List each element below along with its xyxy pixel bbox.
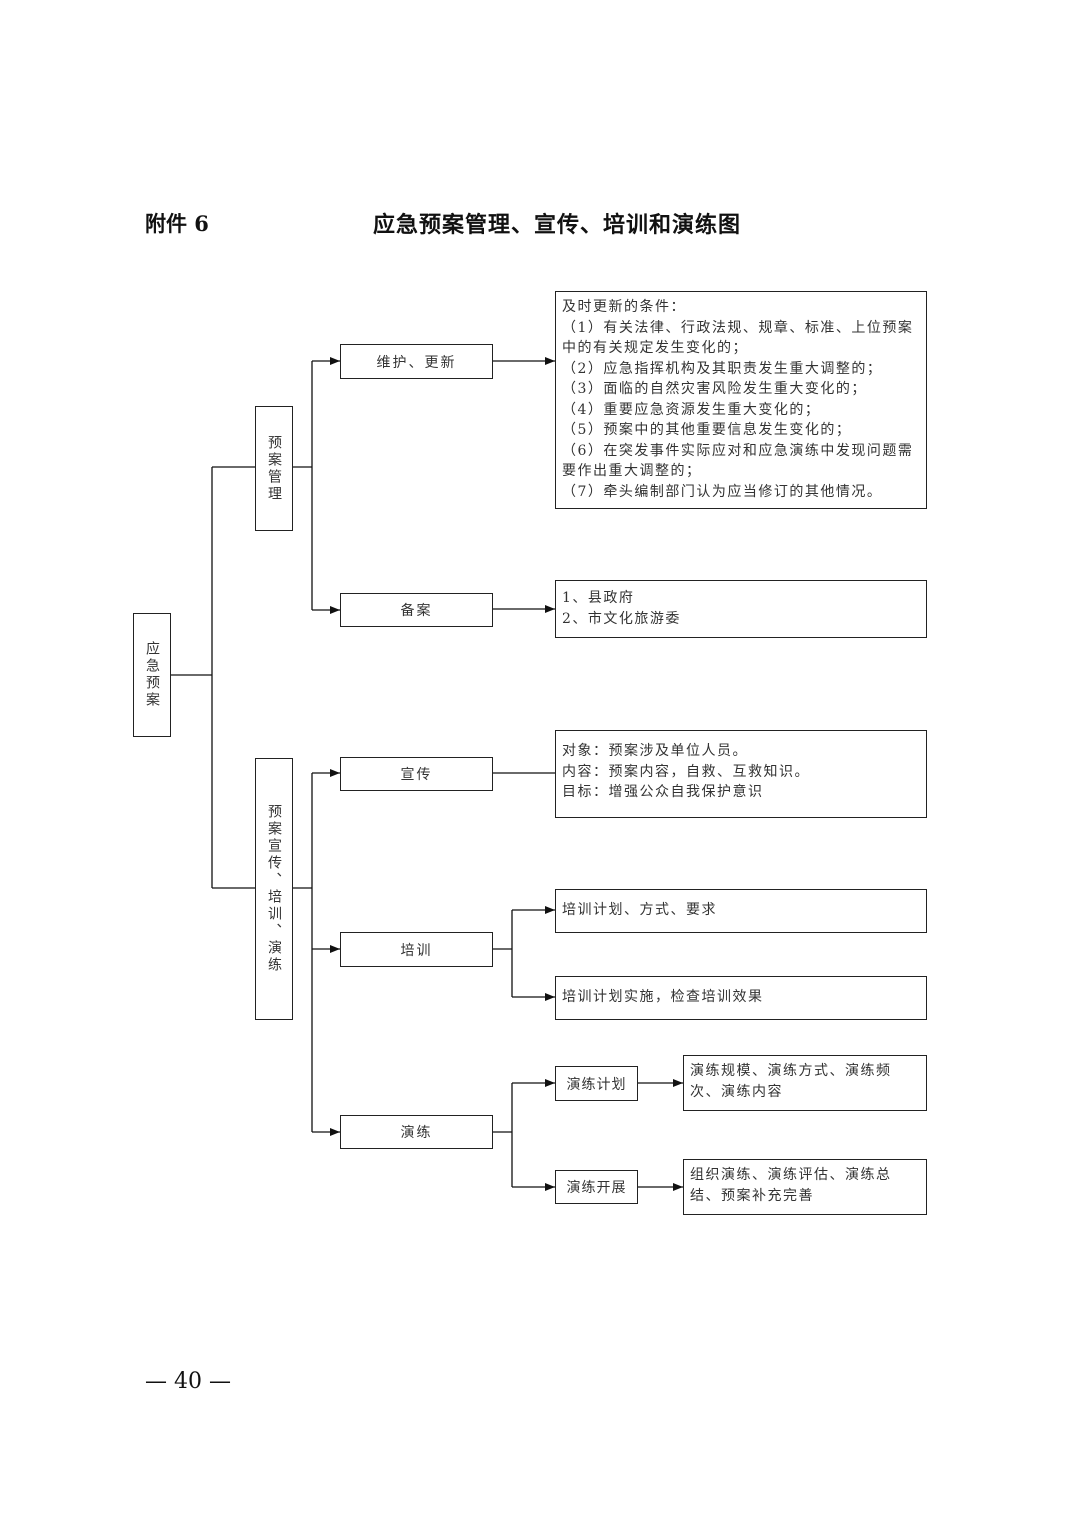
node-maintain-detail: 及时更新的条件： （1）有关法律、行政法规、规章、标准、上位预案中的有关规定发生… bbox=[555, 291, 927, 509]
page-number: — 40 — bbox=[145, 1369, 231, 1394]
node-publicity: 宣传 bbox=[340, 757, 493, 791]
node-training-exec: 培训计划实施，检查培训效果 bbox=[555, 976, 927, 1020]
node-root: 应急预案 bbox=[133, 613, 171, 737]
node-drill-plan-detail: 演练规模、演练方式、演练频次、演练内容 bbox=[683, 1055, 927, 1111]
page-title: 应急预案管理、宣传、培训和演练图 bbox=[373, 212, 742, 238]
node-training-plan: 培训计划、方式、要求 bbox=[555, 889, 927, 933]
attachment-label: 附件 6 bbox=[145, 211, 209, 236]
node-drill-plan: 演练计划 bbox=[555, 1066, 638, 1101]
node-filing: 备案 bbox=[340, 593, 493, 627]
node-publicity-detail: 对象：预案涉及单位人员。 内容：预案内容，自救、互救知识。 目标：增强公众自我保… bbox=[555, 730, 927, 818]
node-maintain: 维护、更新 bbox=[340, 344, 493, 379]
node-filing-detail: 1、县政府 2、市文化旅游委 bbox=[555, 580, 927, 638]
node-publicity-group: 预案宣传、培训、演练 bbox=[255, 758, 293, 1020]
node-drill-exec-detail: 组织演练、演练评估、演练总结、预案补充完善 bbox=[683, 1159, 927, 1215]
node-drill: 演练 bbox=[340, 1115, 493, 1149]
node-management: 预案管理 bbox=[255, 406, 293, 531]
node-drill-exec: 演练开展 bbox=[555, 1170, 638, 1204]
node-training: 培训 bbox=[340, 932, 493, 967]
